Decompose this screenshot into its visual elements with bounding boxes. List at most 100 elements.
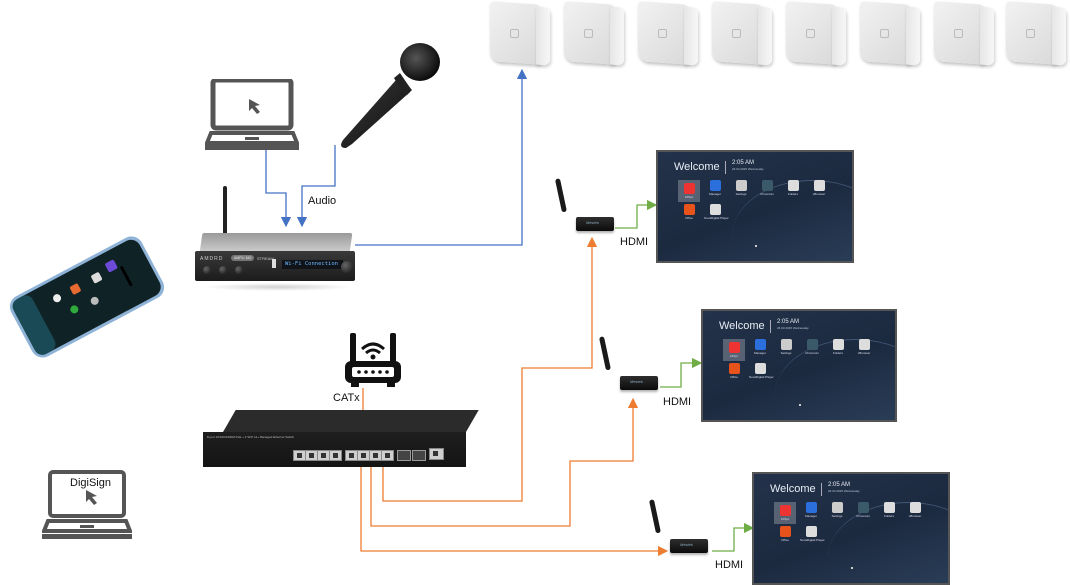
app-tile-office: Office bbox=[723, 363, 745, 379]
app-icon bbox=[780, 339, 792, 350]
wire-player1-screen1 bbox=[615, 199, 658, 229]
speaker bbox=[490, 1, 552, 69]
app-tile-settings: Settings bbox=[826, 502, 848, 518]
app-label: Chromium bbox=[760, 192, 774, 196]
app-tile-settings: Settings bbox=[775, 339, 797, 355]
welcome-text: Welcome bbox=[719, 320, 765, 332]
app-icon bbox=[683, 183, 695, 194]
app-icon bbox=[779, 526, 791, 537]
app-icon bbox=[728, 342, 740, 353]
app-label: Folders bbox=[832, 351, 843, 355]
catx-label: CATx bbox=[333, 392, 360, 404]
app-icon bbox=[761, 180, 773, 191]
app-tile-novadigital-player: NovaDigital Player bbox=[704, 204, 729, 220]
app-icon bbox=[813, 180, 825, 191]
laptop-icon bbox=[41, 470, 133, 539]
amplifier-streamer: AMDRD AMPLI 160 STREAM Wi-Fi Connection bbox=[195, 186, 360, 293]
app-label: NovaDigital Player bbox=[704, 216, 729, 220]
switch-port-8 bbox=[381, 450, 394, 461]
app-tile-vbrowser: vBrowser bbox=[808, 180, 830, 196]
hdmi-label-3: HDMI bbox=[715, 559, 744, 571]
wire-laptop-amp bbox=[265, 150, 292, 228]
speaker bbox=[860, 1, 922, 69]
hdmi-label-2: HDMI bbox=[663, 396, 692, 408]
signage-screen-2: Welcome 2:05 AM 26.03.2025 Wednesday Inf… bbox=[701, 309, 897, 422]
app-tile-vbrowser: vBrowser bbox=[904, 502, 926, 518]
app-icon bbox=[779, 505, 791, 516]
app-icon bbox=[831, 502, 843, 513]
app-tile-office: Office bbox=[774, 526, 796, 542]
app-icon bbox=[883, 502, 895, 513]
app-label: Office bbox=[685, 216, 693, 220]
app-icon bbox=[832, 339, 844, 350]
app-tile-settings: Settings bbox=[730, 180, 752, 196]
app-icon bbox=[735, 180, 747, 191]
console-port bbox=[429, 448, 444, 460]
player-brand: Mestek bbox=[680, 542, 693, 547]
welcome-text: Welcome bbox=[770, 483, 816, 495]
app-tile-folders: Folders bbox=[782, 180, 804, 196]
app-icon bbox=[728, 363, 740, 374]
ethernet-switch: 8-port 10/100/1000M PoE + 2 SFP L2+ Mana… bbox=[203, 410, 479, 468]
app-tile-novadigital-player: NovaDigital Player bbox=[800, 526, 825, 542]
app-icon bbox=[806, 339, 818, 350]
player-brand: Mestek bbox=[586, 220, 599, 225]
switch-port-4 bbox=[329, 450, 342, 461]
clock-date: 26.03.2025 Wednesday bbox=[828, 489, 860, 493]
clock-time: 2:05 AM bbox=[777, 319, 800, 325]
app-label: Folders bbox=[883, 514, 894, 518]
speaker bbox=[1006, 1, 1068, 69]
app-label: Folders bbox=[787, 192, 798, 196]
app-label: Office bbox=[781, 538, 789, 542]
switch-caption: 8-port 10/100/1000M PoE + 2 SFP L2+ Mana… bbox=[207, 435, 295, 439]
volume-knob bbox=[203, 266, 211, 274]
app-icon bbox=[709, 180, 721, 191]
app-label: NovaDigital Player bbox=[800, 538, 825, 542]
router-icon bbox=[345, 333, 401, 387]
wire-player3-screen3 bbox=[712, 522, 755, 552]
laptop bbox=[204, 77, 300, 156]
master-knob bbox=[341, 261, 353, 273]
app-tile-chromium: Chromium bbox=[852, 502, 874, 518]
signage-screen-1: Welcome 2:05 AM 26.03.2025 Wednesday Inf… bbox=[656, 150, 854, 263]
digisign-label: DigiSign bbox=[70, 477, 111, 489]
hdmi-label-1: HDMI bbox=[620, 236, 649, 248]
app-label: InfSpc bbox=[780, 517, 790, 521]
app-tile-vbrowser: vBrowser bbox=[853, 339, 875, 355]
app-icon bbox=[754, 363, 766, 374]
app-label: Office bbox=[730, 375, 738, 379]
app-tile-manager: Manager bbox=[704, 180, 726, 196]
amplifier-antenna bbox=[223, 186, 227, 238]
smartphone bbox=[4, 231, 169, 363]
audio-label: Audio bbox=[308, 195, 337, 207]
app-tile-manager: Manager bbox=[749, 339, 771, 355]
amplifier-model: AMPLI 160 bbox=[231, 255, 255, 261]
clock-time: 2:05 AM bbox=[828, 482, 851, 488]
app-label: InfSpc bbox=[729, 354, 739, 358]
speaker bbox=[934, 1, 996, 69]
app-tile-infspc: InfSpc bbox=[678, 180, 700, 202]
app-label: vBrowser bbox=[857, 351, 871, 355]
clock-date: 26.03.2025 Wednesday bbox=[777, 326, 809, 330]
app-label: Chromium bbox=[805, 351, 819, 355]
mic-knob bbox=[219, 266, 227, 274]
app-label: InfSpc bbox=[684, 195, 694, 199]
laptop-icon bbox=[204, 77, 300, 150]
microphone bbox=[328, 40, 443, 157]
digisign-laptop: DigiSign bbox=[41, 470, 133, 547]
app-label: Chromium bbox=[856, 514, 870, 518]
microphone-icon bbox=[341, 43, 440, 148]
speaker bbox=[786, 1, 848, 69]
app-icon bbox=[857, 502, 869, 513]
wire-switch-player3 bbox=[360, 458, 669, 557]
app-label: vBrowser bbox=[908, 514, 922, 518]
app-icon bbox=[858, 339, 870, 350]
app-icon bbox=[805, 502, 817, 513]
wifi-router bbox=[345, 333, 401, 388]
app-label: vBrowser bbox=[812, 192, 826, 196]
app-tile-chromium: Chromium bbox=[801, 339, 823, 355]
amplifier-brand: AMDRD bbox=[200, 256, 224, 262]
app-label: Manager bbox=[754, 351, 766, 355]
app-icon bbox=[754, 339, 766, 350]
amplifier-display: Wi-Fi Connection bbox=[282, 260, 343, 269]
